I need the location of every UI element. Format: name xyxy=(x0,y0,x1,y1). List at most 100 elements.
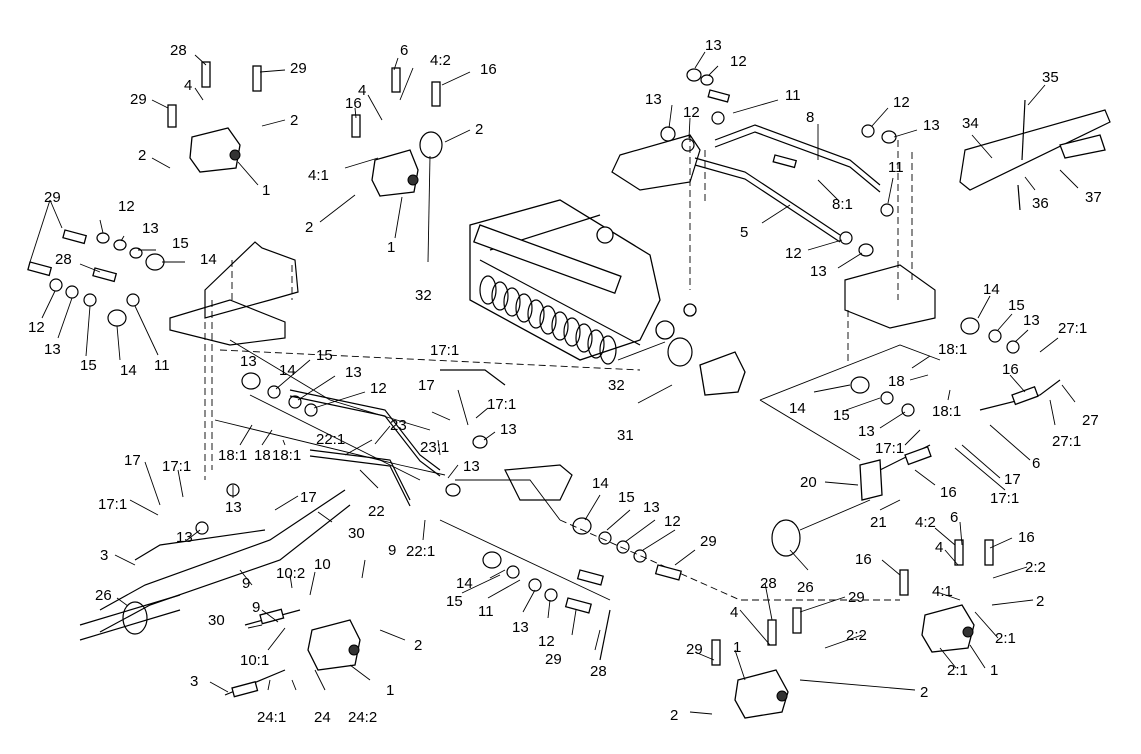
callout-label: 27 xyxy=(1082,412,1099,429)
callout-label: 9 xyxy=(242,575,250,592)
callout-labels: 28 29 4 29 2 2 1 6 4:2 16 4 16 2 4:1 2 1… xyxy=(28,37,1102,726)
callout-label: 12 xyxy=(370,380,387,397)
callout-label: 2 xyxy=(305,219,313,236)
callout-label: 12 xyxy=(538,633,555,650)
callout-label: 37 xyxy=(1085,189,1102,206)
callout-label: 13 xyxy=(645,91,662,108)
callout-label: 13 xyxy=(705,37,722,54)
callout-label: 12 xyxy=(785,245,802,262)
callout-label: 15 xyxy=(80,357,97,374)
callout-label: 9 xyxy=(388,542,396,559)
callout-label: 2 xyxy=(414,637,422,654)
callout-label: 12 xyxy=(664,513,681,530)
callout-label: 31 xyxy=(617,427,634,444)
callout-label: 13 xyxy=(643,499,660,516)
callout-label: 14 xyxy=(983,281,1000,298)
callout-label: 10 xyxy=(314,556,331,573)
callout-label: 2:2 xyxy=(1025,559,1046,576)
callout-label: 11 xyxy=(154,357,170,374)
callout-label: 2 xyxy=(475,121,483,138)
callout-label: 23 xyxy=(390,417,407,434)
callout-label: 14 xyxy=(200,251,217,268)
callout-label: 2 xyxy=(138,147,146,164)
callout-label: 30 xyxy=(348,525,365,542)
callout-label: 12 xyxy=(893,94,910,111)
callout-label: 2 xyxy=(920,684,928,701)
callout-label: 29 xyxy=(700,533,717,550)
callout-label: 13 xyxy=(44,341,61,358)
callout-label: 18:1 xyxy=(272,447,301,464)
callout-label: 1 xyxy=(387,239,395,256)
callout-label: 14 xyxy=(279,362,296,379)
callout-label: 20 xyxy=(800,474,817,491)
callout-label: 27:1 xyxy=(1052,433,1081,450)
callout-label: 28 xyxy=(760,575,777,592)
callout-label: 1 xyxy=(262,182,270,199)
callout-label: 28 xyxy=(590,663,607,680)
callout-label: 28 xyxy=(170,42,187,59)
callout-label: 12 xyxy=(683,104,700,121)
callout-label: 29 xyxy=(545,651,562,668)
callout-label: 11 xyxy=(888,159,904,176)
callout-label: 17 xyxy=(300,489,317,506)
callout-label: 18 xyxy=(888,373,905,390)
callout-label: 1 xyxy=(386,682,394,699)
callout-label: 6 xyxy=(1032,455,1040,472)
pump-top-left xyxy=(189,127,241,173)
callout-label: 14 xyxy=(789,400,806,417)
callout-label: 14 xyxy=(456,575,473,592)
callout-label: 30 xyxy=(208,612,225,629)
callout-label: 13 xyxy=(142,220,159,237)
callout-label: 13 xyxy=(345,364,362,381)
callout-label: 12 xyxy=(118,198,135,215)
callout-label: 4 xyxy=(935,539,943,556)
callout-label: 14 xyxy=(592,475,609,492)
callout-label: 4 xyxy=(184,77,192,94)
callout-label: 8 xyxy=(806,109,814,126)
callout-label: 17:1 xyxy=(162,458,191,475)
callout-label: 18:1 xyxy=(218,447,247,464)
callout-label: 2 xyxy=(1036,593,1044,610)
callout-label: 13 xyxy=(810,263,827,280)
callout-label: 2:1 xyxy=(947,662,968,679)
callout-label: 15 xyxy=(833,407,850,424)
callout-label: 1 xyxy=(733,639,741,656)
pump-bottom-right-b xyxy=(734,669,789,719)
callout-label: 11 xyxy=(785,87,801,104)
callout-label: 21 xyxy=(870,514,887,531)
reel-assembly xyxy=(419,131,746,396)
callout-label: 35 xyxy=(1042,69,1059,86)
callout-label: 4:2 xyxy=(430,52,451,69)
callout-label: 17 xyxy=(124,452,141,469)
frame-outlines xyxy=(169,134,941,601)
callout-label: 13 xyxy=(500,421,517,438)
callout-label: 10:1 xyxy=(240,652,269,669)
callout-label: 10:2 xyxy=(276,565,305,582)
callout-label: 4:1 xyxy=(308,167,329,184)
callout-label: 2 xyxy=(290,112,298,129)
callout-label: 36 xyxy=(1032,195,1049,212)
callout-label: 32 xyxy=(415,287,432,304)
callout-label: 23:1 xyxy=(420,439,449,456)
callout-label: 34 xyxy=(962,115,979,132)
callout-label: 16 xyxy=(855,551,872,568)
leader-lines xyxy=(29,51,1079,715)
callout-label: 26 xyxy=(95,587,112,604)
callout-label: 29 xyxy=(686,641,703,658)
callout-label: 32 xyxy=(608,377,625,394)
callout-label: 4:1 xyxy=(932,583,953,600)
callout-label: 15 xyxy=(1008,297,1025,314)
callout-label: 17 xyxy=(1004,471,1021,488)
callout-label: 28 xyxy=(55,251,72,268)
callout-label: 13 xyxy=(923,117,940,134)
callout-label: 26 xyxy=(797,579,814,596)
callout-label: 4 xyxy=(358,82,366,99)
callout-label: 29 xyxy=(44,189,61,206)
callout-label: 16 xyxy=(345,95,362,112)
callout-label: 11 xyxy=(478,603,494,620)
pump-bottom-right-a xyxy=(921,604,975,653)
callout-label: 17:1 xyxy=(875,440,904,457)
callout-label: 2 xyxy=(670,707,678,724)
callout-label: 15 xyxy=(446,593,463,610)
